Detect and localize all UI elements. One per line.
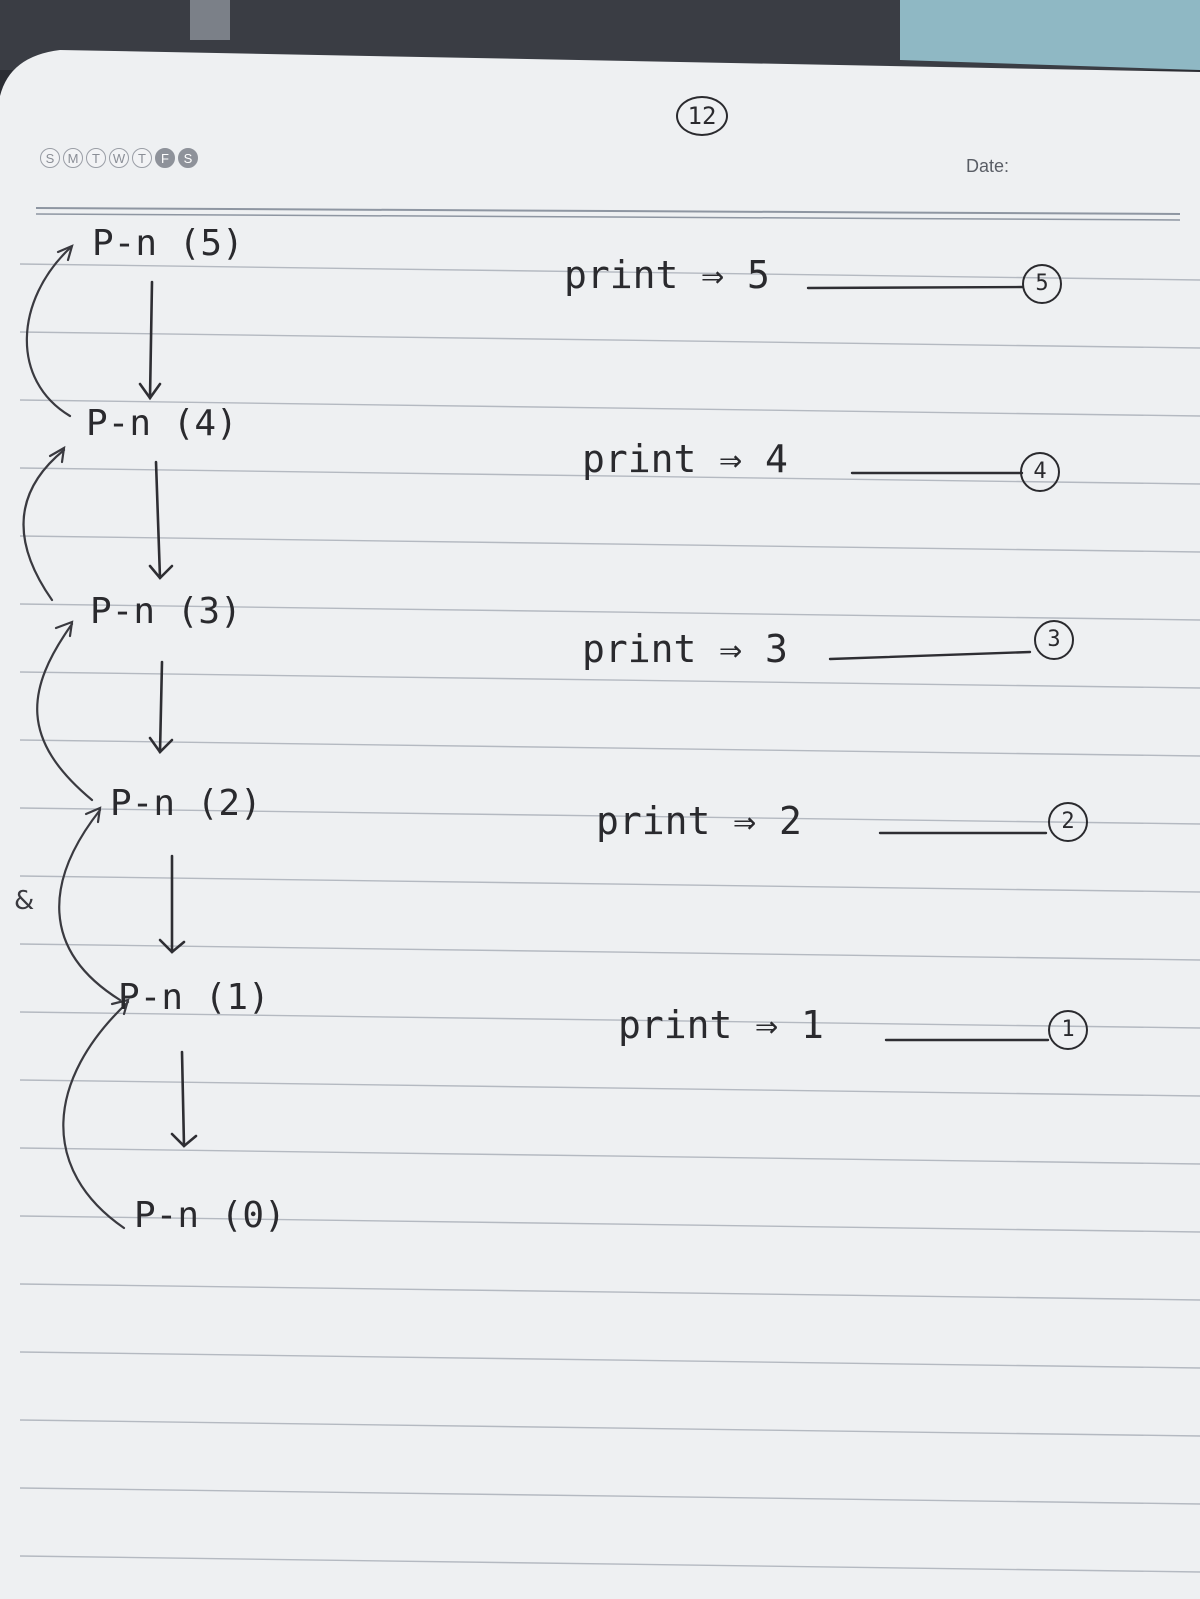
output-5: 5 — [1022, 264, 1062, 304]
return-arrows — [22, 244, 130, 1230]
output-2: 2 — [1048, 802, 1088, 842]
weekday-selector: S M T W T F S — [40, 148, 198, 168]
print-line-4: print ⇒ 4 — [582, 437, 788, 481]
ruled-line — [19, 1283, 1200, 1301]
ruled-line — [19, 739, 1200, 757]
ruled-line — [19, 603, 1200, 621]
ruled-line — [19, 1215, 1200, 1233]
page-number: 12 — [676, 96, 728, 136]
ruled-line — [19, 331, 1200, 349]
ruled-line — [19, 943, 1200, 961]
output-1: 1 — [1048, 1010, 1088, 1050]
call-p-n-5: P-n (5) — [92, 223, 244, 264]
paper-sheet — [0, 50, 1200, 1599]
call-p-n-0: P-n (0) — [134, 1195, 286, 1236]
ruled-line — [19, 399, 1200, 417]
ruled-line — [19, 671, 1200, 689]
weekday-tuesday: T — [86, 148, 106, 168]
output-3: 3 — [1034, 620, 1074, 660]
ruled-line — [19, 1011, 1200, 1029]
output-dashes — [806, 285, 1050, 1042]
call-p-n-1: P-n (1) — [118, 977, 270, 1018]
ruled-line — [19, 263, 1200, 281]
ruled-line — [19, 807, 1200, 825]
print-line-2: print ⇒ 2 — [596, 799, 802, 843]
weekday-friday: F — [155, 148, 175, 168]
date-label: Date: — [966, 156, 1010, 176]
print-line-5: print ⇒ 5 — [564, 253, 770, 297]
weekday-monday: M — [63, 148, 83, 168]
ruled-line — [19, 467, 1200, 485]
margin-mark: & — [14, 886, 35, 916]
weekday-sunday: S — [40, 148, 60, 168]
ruled-line — [19, 1079, 1200, 1097]
output-4: 4 — [1020, 452, 1060, 492]
print-line-1: print ⇒ 1 — [618, 1003, 824, 1047]
weekday-thursday: T — [132, 148, 152, 168]
ruled-line — [19, 1419, 1200, 1437]
ruled-line — [19, 1351, 1200, 1369]
ruled-line — [19, 1555, 1200, 1573]
weekday-wednesday: W — [109, 148, 129, 168]
ruled-line — [19, 1147, 1200, 1165]
call-p-n-4: P-n (4) — [86, 403, 238, 444]
recursion-arrows — [138, 280, 198, 1148]
ruled-line — [19, 535, 1200, 553]
call-p-n-3: P-n (3) — [90, 591, 242, 632]
weekday-saturday: S — [178, 148, 198, 168]
ruled-lines — [19, 263, 1200, 1573]
call-p-n-2: P-n (2) — [110, 783, 262, 824]
ruled-line — [19, 875, 1200, 893]
ruled-line — [19, 1487, 1200, 1505]
print-line-3: print ⇒ 3 — [582, 627, 788, 671]
